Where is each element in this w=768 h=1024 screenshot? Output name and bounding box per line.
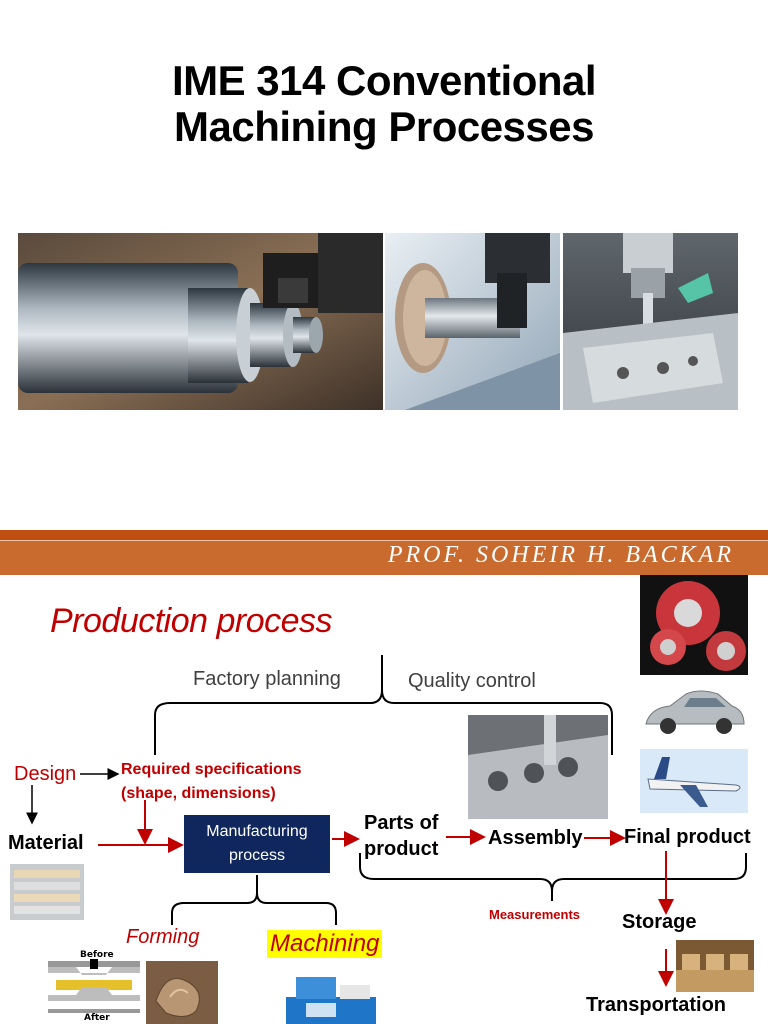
parts-of-product-label: Parts of product (364, 810, 438, 862)
manufacturing-line1: Manufacturing (206, 823, 308, 840)
required-specs-label: Required specifications (shape, dimensio… (121, 758, 302, 806)
author-name: PROF. SOHEIR H. BACKAR (387, 542, 734, 568)
engine-block-image (468, 715, 608, 819)
material-label: Material (8, 832, 84, 854)
title-slide: IME 314 Conventional Machining Processes (0, 57, 768, 575)
after-label: After (84, 1013, 110, 1023)
quality-control-label: Quality control (408, 670, 536, 692)
measurements-brace (359, 853, 747, 901)
slide-title-line2: Machining Processes (174, 103, 595, 150)
slide-title: IME 314 Conventional Machining Processes (0, 58, 768, 150)
forming-die-image: Before After (46, 947, 142, 1024)
forming-label: Forming (126, 926, 200, 948)
required-specs-line1: Required specifications (121, 761, 302, 778)
manufacturing-line2: process (228, 847, 286, 864)
car-image (640, 678, 748, 746)
material-bars-image (10, 864, 84, 920)
footer-band-top (0, 530, 768, 540)
measurements-label: Measurements (489, 907, 581, 922)
footer-band (0, 540, 768, 575)
planning-brace (154, 655, 613, 755)
before-label: Before (80, 950, 114, 960)
cnc-milling-photo (563, 233, 738, 410)
airplane-image (640, 749, 748, 813)
cnc-turning-photo (385, 233, 560, 410)
parts-line1: Parts of (364, 812, 439, 834)
gears-image (640, 575, 748, 675)
machining-label: Machining (267, 930, 383, 958)
parts-line2: product (364, 838, 439, 860)
footer-band-line (0, 540, 768, 541)
storage-label: Storage (622, 911, 697, 933)
required-specs-line2: (shape, dimensions) (121, 785, 276, 802)
diagram-connectors (26, 655, 747, 987)
embossed-metal-image (146, 961, 218, 1024)
factory-planning-label: Factory planning (193, 668, 341, 690)
design-label: Design (14, 763, 77, 785)
slide-title-line1: IME 314 Conventional (171, 57, 597, 104)
process-brace (171, 875, 337, 925)
final-product-label: Final product (624, 826, 751, 848)
lathe-turning-photo (18, 233, 383, 410)
production-process-slide: Production process (0, 575, 768, 1024)
manufacturing-process-box: Manufacturing process (184, 815, 330, 873)
production-process-title: Production process (50, 602, 333, 640)
assembly-label: Assembly (488, 827, 583, 849)
cnc-machine-image (276, 967, 386, 1024)
warehouse-image (676, 940, 754, 992)
transportation-label: Transportation (586, 994, 727, 1016)
